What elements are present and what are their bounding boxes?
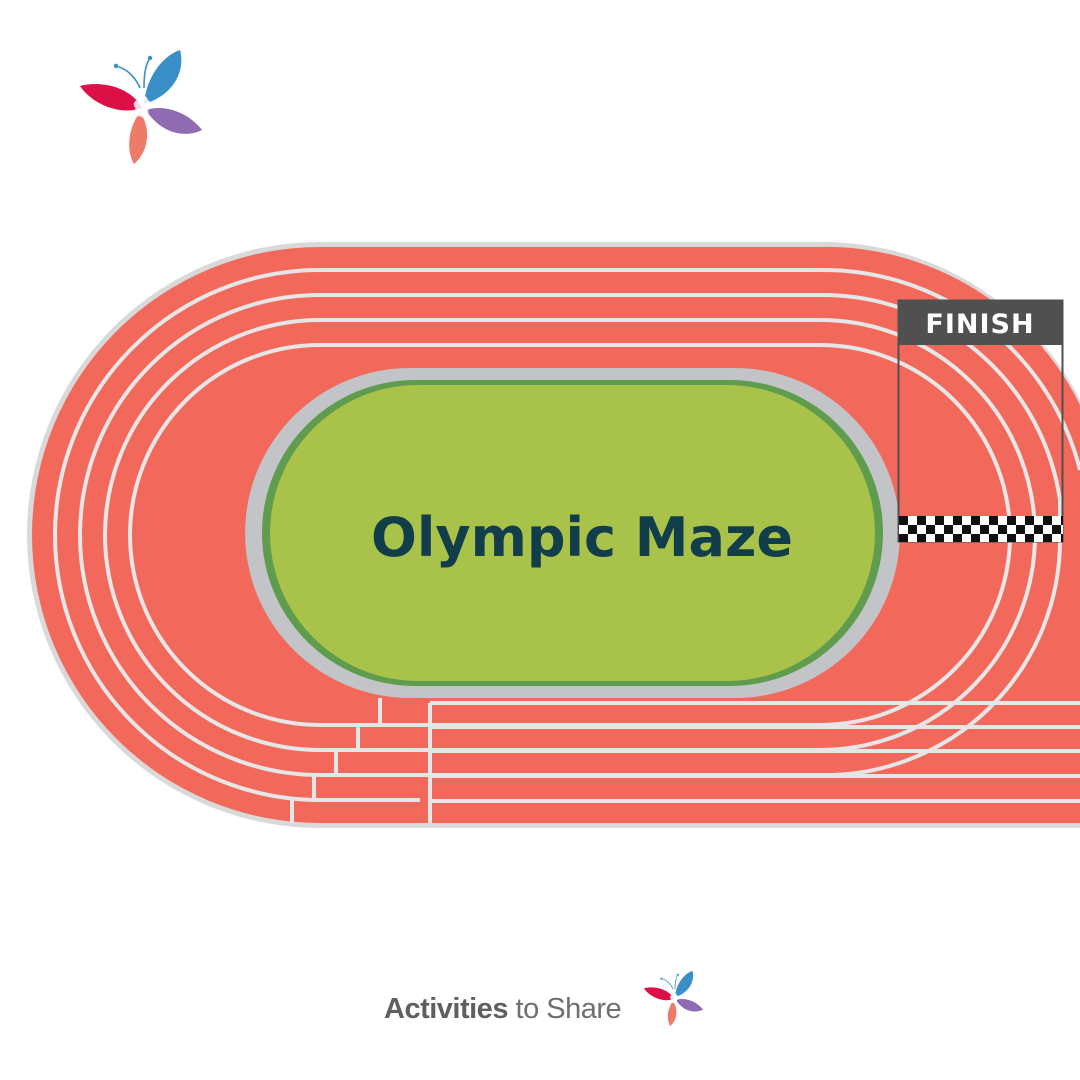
brand-wordmark: Activities to Share bbox=[384, 993, 622, 1026]
finish-banner bbox=[899, 301, 1062, 345]
maze-title: Olympic Maze bbox=[371, 506, 793, 569]
butterfly-small-logo-icon bbox=[643, 970, 704, 1027]
checkered-finish-line bbox=[899, 516, 1063, 542]
finish-area: FINISH bbox=[897, 299, 1064, 543]
brand-rest-text: to Share bbox=[507, 993, 622, 1025]
finish-label: FINISH bbox=[925, 309, 1034, 340]
running-track bbox=[27, 241, 1080, 828]
brand-strong-text: Activities bbox=[384, 993, 508, 1025]
butterfly-logo-icon bbox=[79, 49, 203, 165]
